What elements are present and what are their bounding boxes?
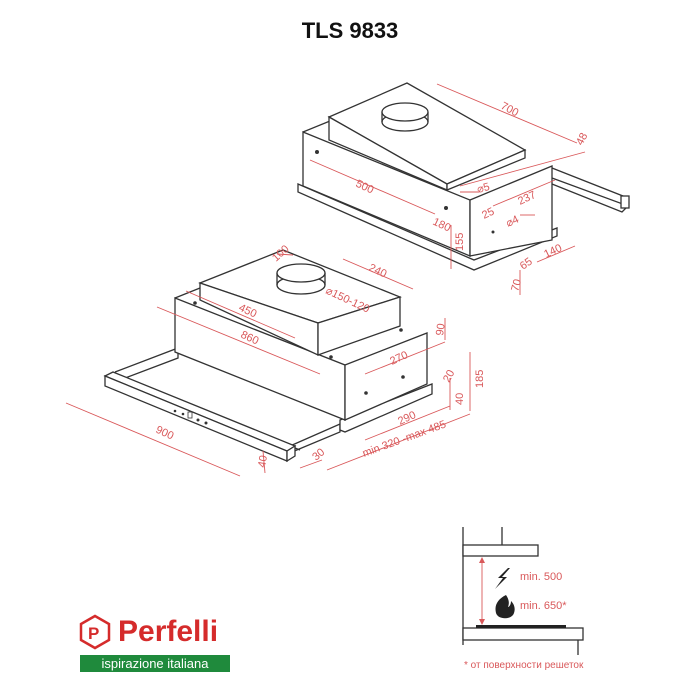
dim-40-front: 40 (256, 454, 270, 468)
min-650-label: min. 650* (520, 600, 567, 612)
dim-25: 25 (480, 206, 496, 222)
dim-70: 70 (509, 278, 524, 293)
model-title: TLS 9833 (301, 18, 399, 43)
dim-90: 90 (434, 323, 448, 337)
svg-text:P: P (88, 624, 99, 643)
dim-30: 30 (310, 446, 327, 463)
dim-140: 140 (542, 242, 564, 261)
dim-diam-5: ⌀5 (476, 181, 491, 196)
dim-40-side: 40 (454, 393, 466, 405)
dim-700: 700 (499, 100, 521, 119)
min-500-label: min. 500 (520, 571, 562, 583)
footnote: * от поверхности решеток (464, 660, 584, 671)
hood-drawing-closed (297, 82, 630, 271)
dim-155: 155 (454, 233, 466, 251)
bottom-dimension-lines (65, 253, 471, 477)
control-buttons (173, 409, 208, 425)
dim-185: 185 (474, 370, 486, 388)
top-dimension-lines (309, 83, 586, 295)
lightning-icon (495, 568, 510, 589)
dim-diam-4: ⌀4 (504, 213, 521, 229)
dim-20: 20 (441, 368, 457, 384)
installation-diagram: min. 500 min. 650* * от поверхности реше… (462, 527, 584, 671)
hood-drawing-open (103, 249, 433, 463)
dim-48: 48 (574, 131, 590, 147)
brand-logo-icon: P (79, 614, 111, 650)
dim-240: 240 (367, 262, 389, 281)
brand-tagline: ispirazione italiana (80, 655, 230, 672)
dim-65: 65 (518, 256, 535, 273)
dim-290: 290 (396, 409, 418, 428)
dim-900: 900 (154, 424, 176, 443)
brand-name: Perfelli (118, 615, 219, 648)
flame-icon (495, 595, 515, 619)
